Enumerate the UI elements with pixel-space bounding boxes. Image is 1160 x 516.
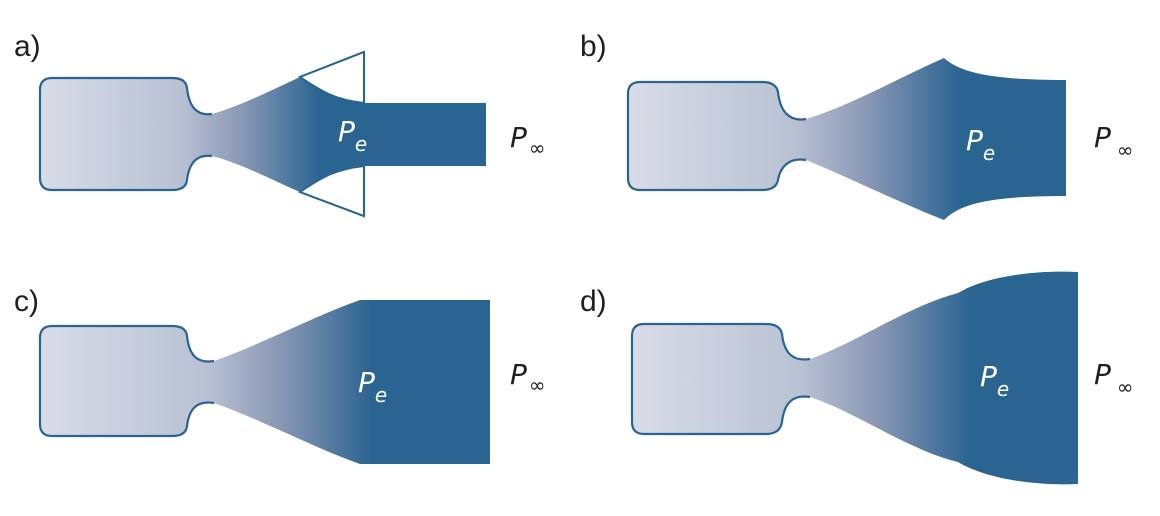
separation-region-lower-a (297, 164, 365, 218)
panel-c: c) Pe P∞ (14, 285, 546, 464)
ambient-pressure-label-b: P∞ (1094, 121, 1134, 162)
exit-pressure-label-b: Pe (966, 124, 995, 165)
panel-a: a) Pe P∞ (14, 30, 546, 218)
exit-pressure-label-c: Pe (358, 366, 387, 407)
exit-pressure-label-d: Pe (980, 360, 1009, 401)
chamber-outline-a (38, 76, 213, 192)
chamber-outline-d (630, 322, 811, 436)
panel-label-b: b) (580, 30, 607, 63)
panel-b: b) Pe P∞ (580, 30, 1134, 220)
exit-pressure-label-a: Pe (338, 115, 367, 156)
nozzle-flow-d (632, 271, 1078, 485)
chamber-outline-c (38, 324, 215, 438)
nozzle-flow-a (40, 77, 486, 192)
ambient-pressure-label-c: P∞ (510, 358, 546, 397)
separation-region-upper-a (297, 50, 365, 105)
panel-label-d: d) (580, 285, 607, 318)
panel-label-a: a) (14, 30, 41, 63)
panel-d: d) Pe P∞ (580, 271, 1134, 485)
nozzle-flow-c (40, 300, 490, 464)
panel-label-c: c) (14, 285, 39, 318)
ambient-pressure-label-d: P∞ (1094, 358, 1134, 399)
ambient-pressure-label-a: P∞ (510, 121, 546, 160)
nozzle-flow-b (628, 58, 1066, 220)
chamber-outline-b (626, 80, 807, 192)
